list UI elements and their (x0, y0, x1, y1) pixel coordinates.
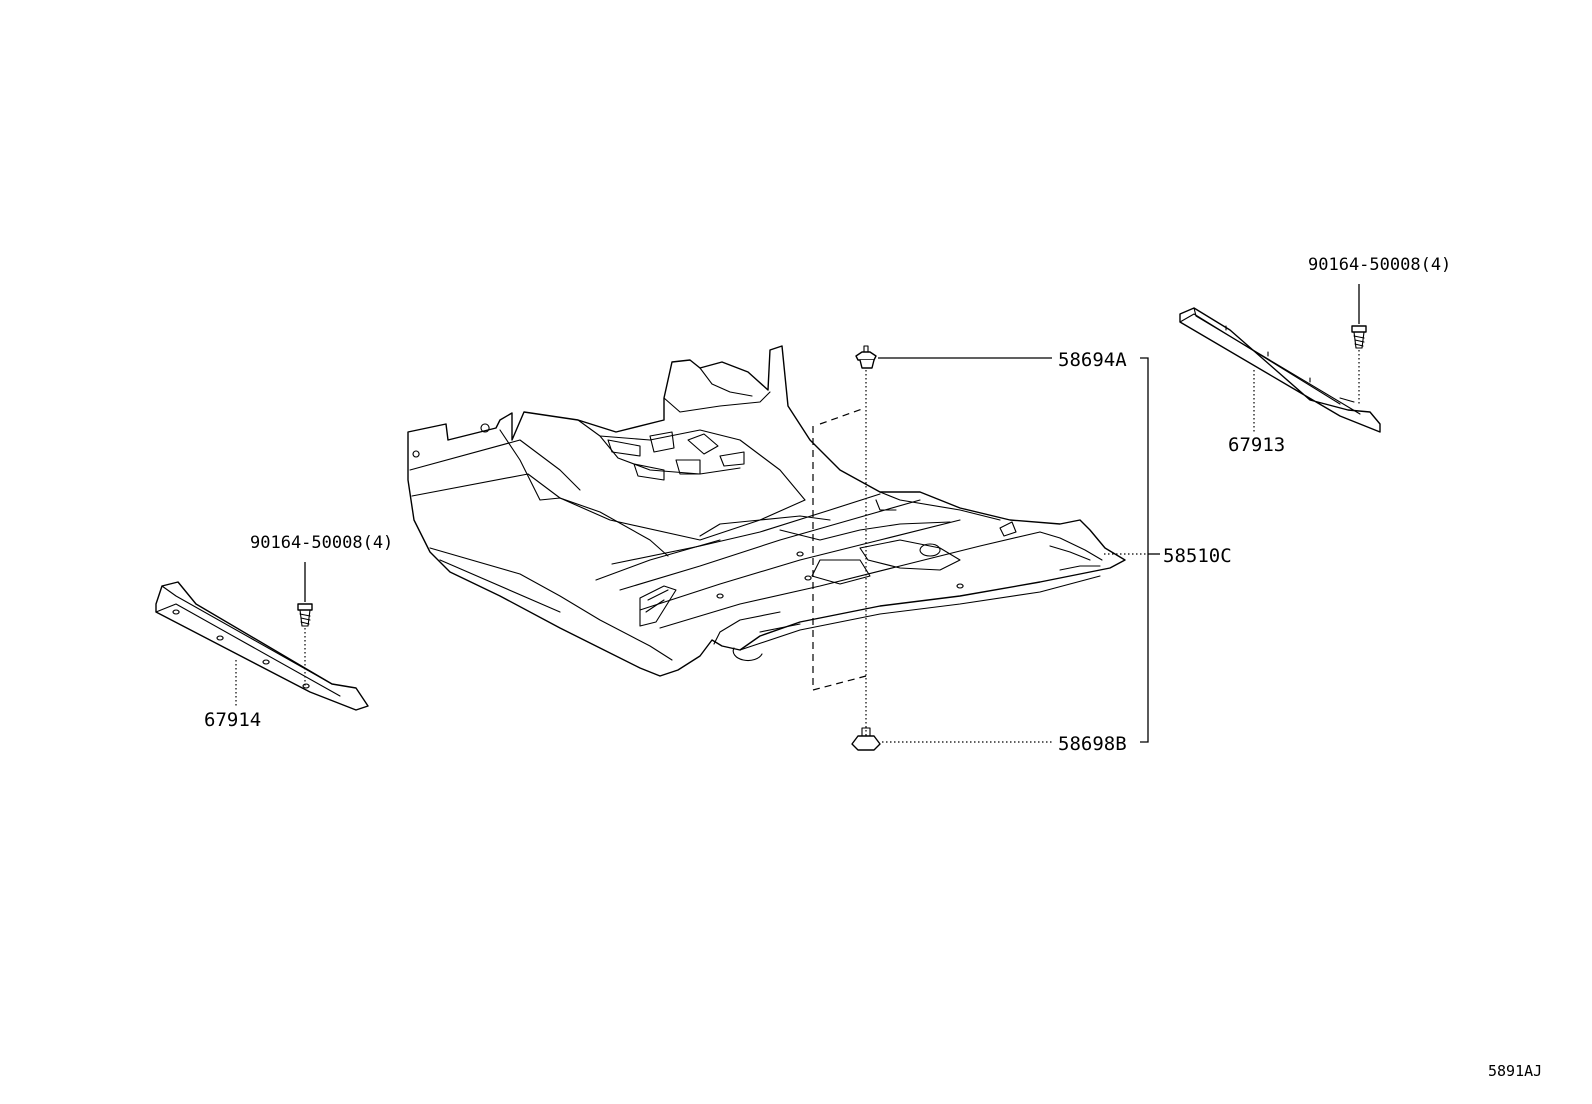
label-58510c[interactable]: 58510C (1163, 545, 1232, 567)
label-screw-right[interactable]: 90164-50008(4) (1308, 255, 1451, 275)
scuff-plate-67913[interactable] (1179, 307, 1381, 433)
label-67913[interactable]: 67913 (1228, 434, 1285, 456)
diagram-code: 5891AJ (1488, 1062, 1542, 1080)
clip-58694a-icon[interactable] (855, 345, 877, 369)
assembly-dashed-outline (812, 407, 867, 691)
clip-58698b-icon[interactable] (851, 727, 881, 751)
label-58698b[interactable]: 58698B (1058, 733, 1127, 755)
scuff-plate-67914[interactable] (155, 581, 369, 711)
label-58694a[interactable]: 58694A (1058, 349, 1127, 371)
screw-right-icon[interactable] (1351, 325, 1367, 349)
screw-left-icon[interactable] (297, 603, 313, 627)
label-screw-left[interactable]: 90164-50008(4) (250, 533, 393, 553)
bracket-58510c (1104, 357, 1160, 743)
floor-carpet-assembly[interactable] (407, 345, 1126, 677)
label-67914[interactable]: 67914 (204, 709, 261, 731)
